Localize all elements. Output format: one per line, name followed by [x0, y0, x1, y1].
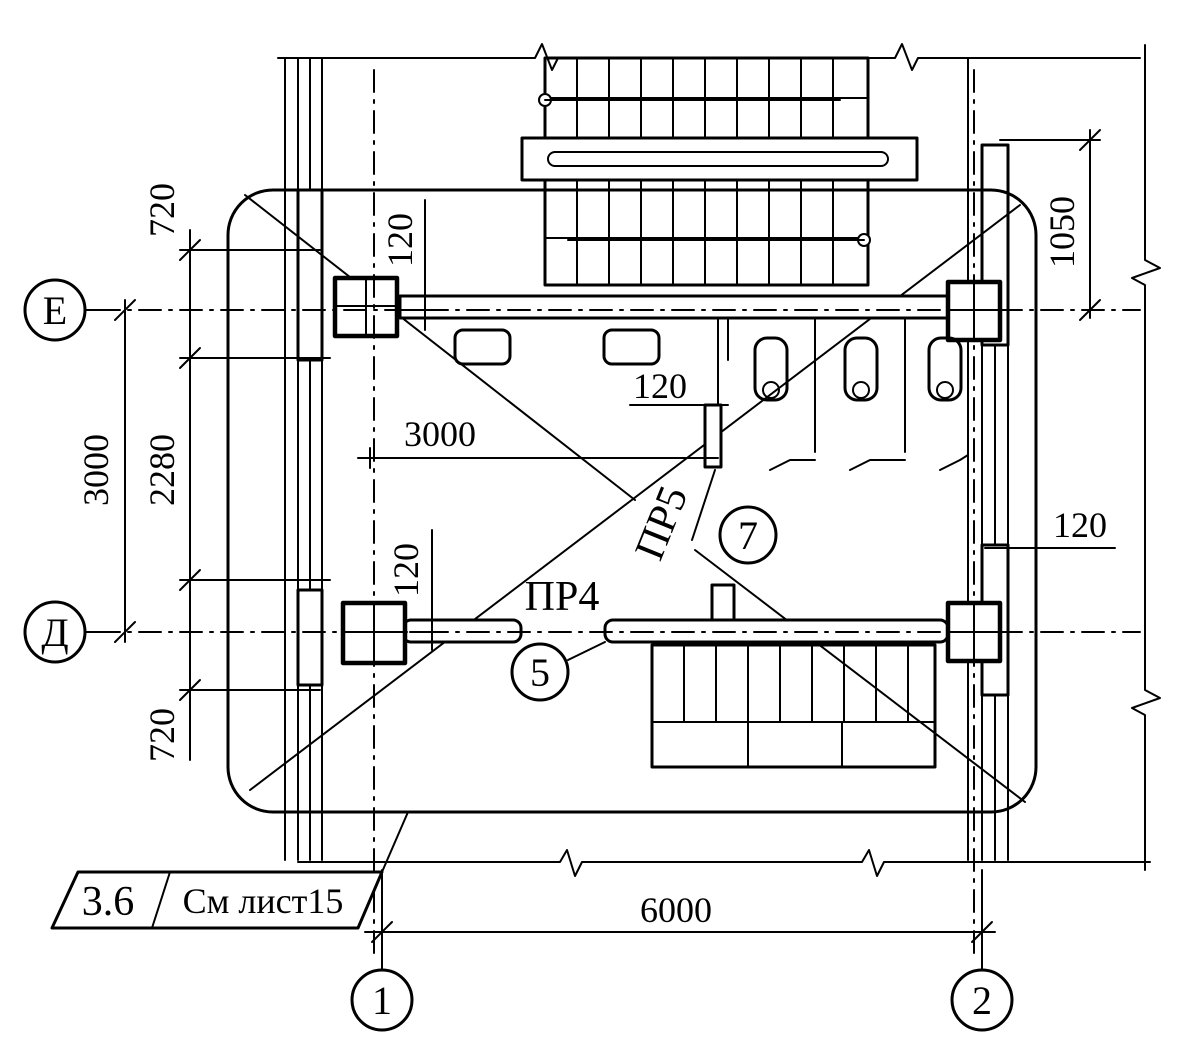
dim-120-center: 120: [633, 366, 687, 406]
axis-bubble-1: 1: [350, 968, 414, 1032]
dim-120-center-group: 120: [629, 366, 729, 469]
dim-2280: 2280: [142, 434, 182, 506]
dim-6000: 6000: [640, 890, 712, 930]
section-number: 3.6: [82, 879, 135, 925]
columns: [332, 275, 1003, 666]
axis-lines: [97, 69, 1141, 961]
dim-120-lower-left: 120: [386, 543, 426, 597]
label-pr5: ПР5: [627, 480, 698, 566]
mark-5: 5: [530, 650, 550, 695]
axis-label-e: Е: [43, 288, 67, 333]
dimension-6000: 6000: [364, 869, 996, 971]
dim-3000-vertical: 3000: [76, 434, 116, 506]
axis-label-d: Д: [41, 610, 68, 655]
lintel-pr5-label: ПР5 7: [627, 469, 778, 566]
label-pr4: ПР4: [525, 574, 600, 620]
right-break-line: [1131, 44, 1161, 871]
dim-120-lower-left-group: 120: [386, 529, 446, 651]
left-dimension-chain: 720 2280 720: [142, 183, 331, 762]
lintel-pr4-label: ПР4 5: [510, 574, 606, 702]
left-wall: [284, 57, 324, 861]
horizontal-dimension-3000: 3000: [357, 414, 719, 469]
axis-bubble-e: Е: [23, 278, 111, 342]
dimension-1050: 1050: [999, 129, 1101, 321]
axis-label-2: 2: [972, 978, 992, 1023]
dim-1050: 1050: [1042, 196, 1082, 268]
dim-120-right-group: 120: [984, 505, 1116, 549]
dim-720-top: 720: [142, 183, 182, 237]
axis-label-1: 1: [372, 978, 392, 1023]
sheet-reference-text: См лист15: [183, 881, 344, 921]
bottom-break-line: [297, 849, 1151, 877]
beam-axis-d: [401, 583, 950, 644]
slab-outline: [226, 188, 1038, 814]
upper-stair: [520, 56, 919, 287]
axis-bubble-d: Д: [23, 600, 111, 664]
axis-bubble-2: 2: [950, 968, 1014, 1032]
axis-dimension-3000: 3000: [76, 299, 136, 643]
dim-3000-horizontal: 3000: [404, 414, 476, 454]
fixtures: [453, 317, 969, 471]
lower-stair: [650, 643, 937, 769]
dim-120-upper-left-group: 120: [380, 199, 436, 331]
dim-120-right: 120: [1053, 505, 1107, 545]
dim-120-upper-left: 120: [380, 213, 420, 267]
mark-7: 7: [738, 513, 758, 558]
dim-720-bottom: 720: [142, 708, 182, 762]
sheet-reference: 3.6 См лист15: [50, 811, 409, 930]
